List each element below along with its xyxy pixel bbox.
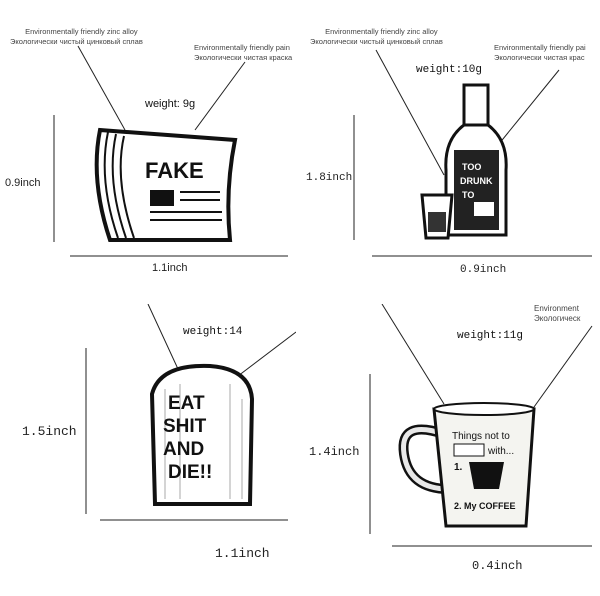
width-label: 1.1inch <box>152 262 188 274</box>
fake-newspaper-pin: FAKE <box>53 45 288 257</box>
height-label: 1.4inch <box>309 445 360 459</box>
svg-text:SHIT: SHIT <box>163 416 207 437</box>
svg-text:TO: TO <box>462 190 474 200</box>
panel-tombstone-pin: weight:14 1.5inch 1.1inch EAT SHIT AND D… <box>0 304 296 596</box>
weight-label: weight: 9g <box>145 98 196 110</box>
height-label: 0.9inch <box>5 177 41 189</box>
height-label: 1.5inch <box>22 424 77 439</box>
svg-text:DRUNK: DRUNK <box>460 176 493 186</box>
svg-text:DIE!!: DIE!! <box>168 462 212 483</box>
svg-text:1.: 1. <box>454 462 463 473</box>
svg-text:AND: AND <box>163 439 204 460</box>
height-label: 1.8inch <box>306 172 353 184</box>
svg-text:FAKE: FAKE <box>145 158 204 183</box>
width-label: 1.1inch <box>215 546 270 561</box>
weight-label: weight:10g <box>416 64 483 76</box>
svg-text:EAT: EAT <box>168 393 205 414</box>
coffee-mug-pin: Things not to with... 1. 2. My COFFEE <box>369 304 593 547</box>
width-label: 0.4inch <box>472 559 523 573</box>
svg-text:TOO: TOO <box>462 162 481 172</box>
bottle-pin: TOO DRUNK TO <box>353 49 592 257</box>
tombstone-pin: EAT SHIT AND DIE!! <box>85 304 296 521</box>
svg-text:2. My COFFEE: 2. My COFFEE <box>454 501 516 511</box>
svg-text:with...: with... <box>487 446 514 457</box>
svg-text:Things not to: Things not to <box>452 431 510 442</box>
weight-label: weight:14 <box>183 326 243 338</box>
width-label: 0.9inch <box>460 264 507 276</box>
weight-label: weight:11g <box>457 330 524 342</box>
